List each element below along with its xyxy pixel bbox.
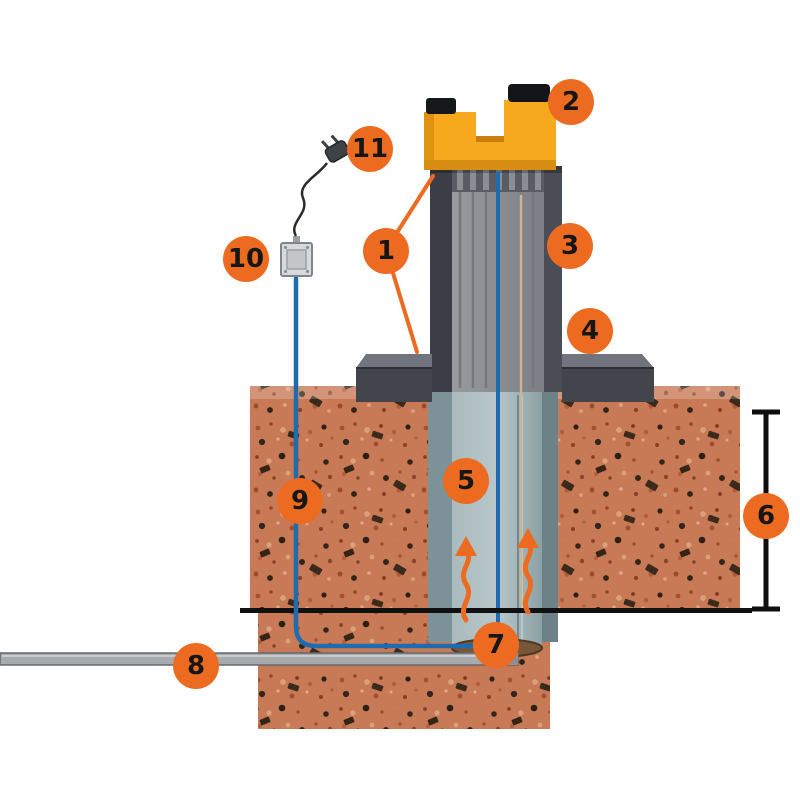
foundation-tube [428, 390, 558, 658]
junction-box [280, 236, 313, 277]
supply-pipe [0, 652, 519, 666]
base-flange [356, 354, 654, 402]
plug-cord [293, 162, 329, 237]
callout-3: 3 [547, 223, 593, 269]
callout-2: 2 [548, 79, 594, 125]
callout-11: 11 [347, 126, 393, 172]
power-cable [293, 275, 487, 649]
callout-9: 9 [277, 478, 323, 524]
callout-10: 10 [223, 236, 269, 282]
upward-flow-arrows [455, 528, 539, 623]
callout-5: 5 [443, 458, 489, 504]
internal-cable-and-rod [496, 172, 523, 640]
ground-reference-line [240, 608, 752, 613]
bollard-cap [424, 84, 556, 170]
callout-1-leader-lines [391, 174, 435, 354]
power-plug-icon [320, 134, 350, 163]
callout-7: 7 [473, 622, 519, 668]
callout-1: 1 [363, 228, 409, 274]
callout-4: 4 [567, 308, 613, 354]
callout-6: 6 [743, 493, 789, 539]
callout-8: 8 [173, 643, 219, 689]
